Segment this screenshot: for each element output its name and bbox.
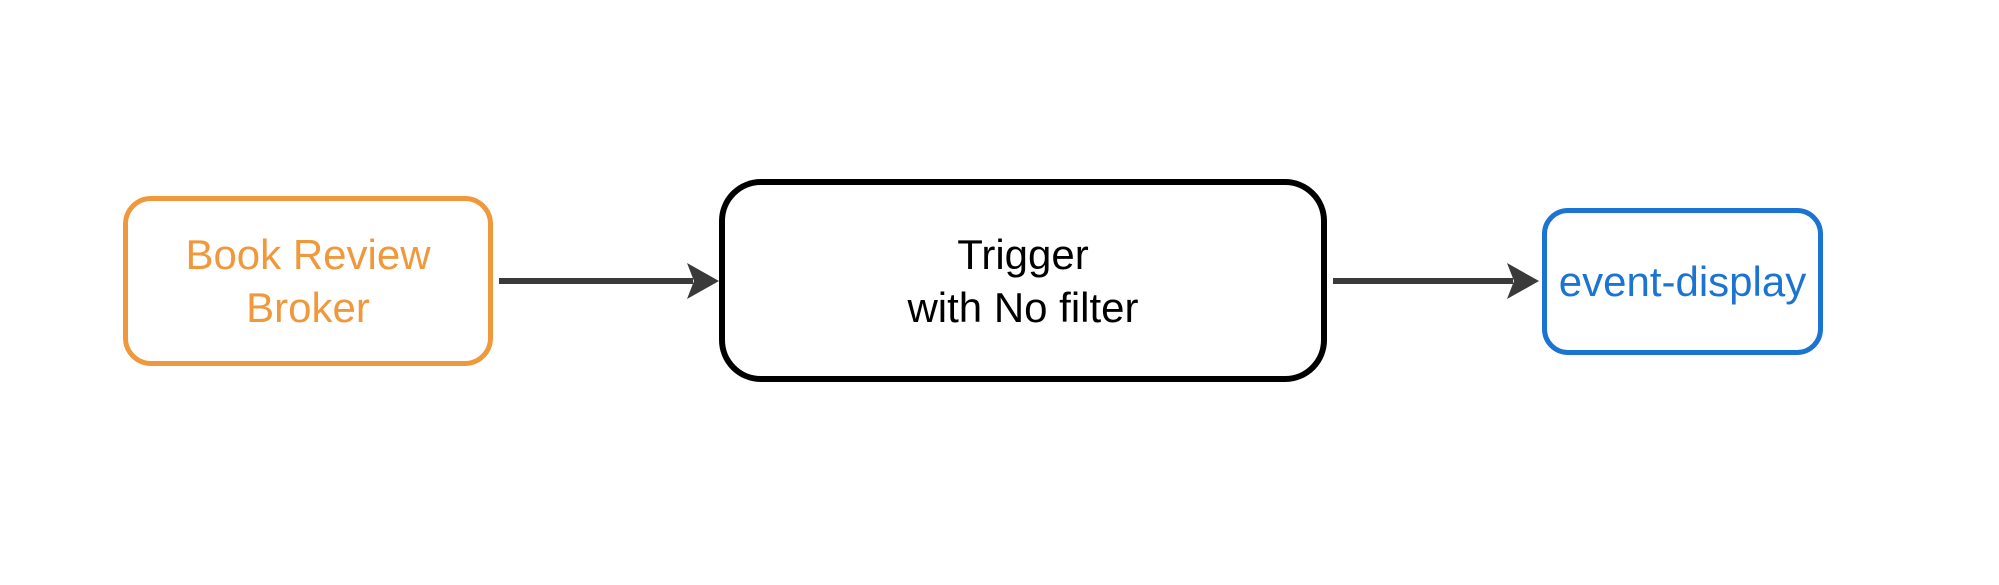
edge-broker-to-trigger-arrowhead — [687, 263, 719, 299]
edge-trigger-to-event-display-arrowhead — [1507, 263, 1539, 299]
node-book-review-broker-label: Book Review Broker — [185, 231, 431, 331]
node-book-review-broker: Book Review Broker — [123, 196, 493, 366]
edge-trigger-to-event-display — [1333, 263, 1539, 299]
node-trigger-label: Trigger with No filter — [907, 230, 1139, 331]
node-trigger: Trigger with No filter — [719, 179, 1327, 382]
edge-broker-to-trigger — [499, 263, 719, 299]
node-event-display: event-display — [1542, 208, 1823, 355]
node-event-display-label: event-display — [1558, 258, 1807, 305]
